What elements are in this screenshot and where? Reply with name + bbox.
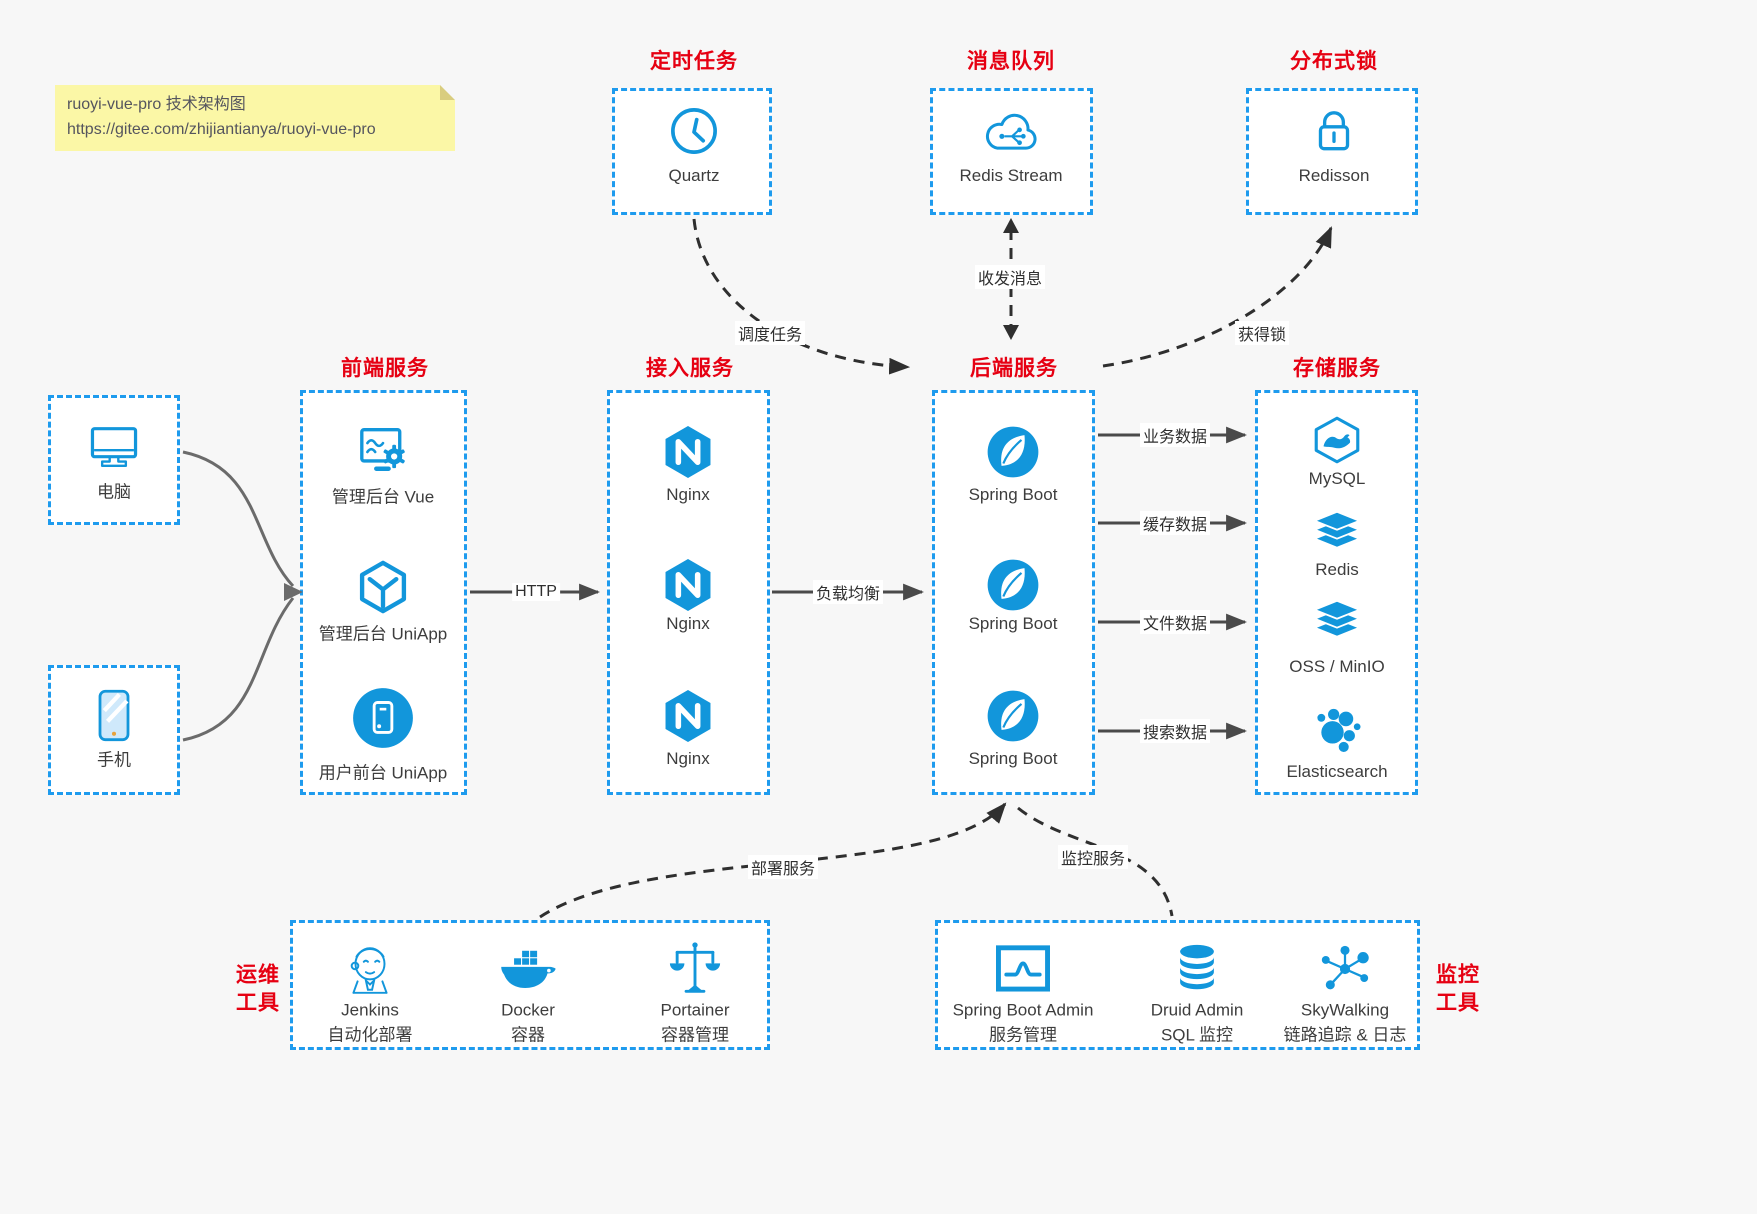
spring-boot-admin-icon	[994, 944, 1052, 994]
note-url: https://gitee.com/zhijiantianya/ruoyi-vu…	[67, 120, 376, 138]
mysql-icon	[1310, 415, 1364, 465]
mysql-label: MySQL	[1308, 469, 1366, 488]
cloud-stream-icon	[981, 108, 1041, 156]
user-uniapp-label: 用户前台 UniApp	[318, 763, 448, 783]
nginx-icon	[659, 556, 717, 614]
portainer-icon	[668, 940, 722, 998]
lock-box	[1246, 88, 1418, 215]
mq-box	[930, 88, 1093, 215]
jenkins-label: Jenkins 自动化部署	[327, 1000, 413, 1044]
oss-minio-icon	[1309, 597, 1365, 645]
edge-label-monitor-service: 监控服务	[1057, 845, 1129, 869]
redisson-label: Redisson	[1298, 166, 1370, 185]
skywalking-label: SkyWalking 链路追踪 & 日志	[1283, 1000, 1407, 1044]
redis-icon	[1309, 508, 1365, 556]
sticky-note: ruoyi-vue-pro 技术架构图 https://gitee.com/zh…	[55, 85, 455, 151]
nginx-label: Nginx	[666, 614, 710, 633]
lock-title: 分布式锁	[1290, 50, 1378, 73]
spring-boot-icon	[984, 423, 1042, 481]
admin-uniapp-label: 管理后台 UniApp	[318, 624, 448, 644]
redis-stream-label: Redis Stream	[959, 166, 1063, 185]
edge-label-search-data: 搜索数据	[1139, 719, 1211, 743]
spring-boot-label: Spring Boot	[968, 749, 1058, 768]
admin-vue-icon	[354, 423, 412, 481]
druid-admin-label: Druid Admin SQL 监控	[1150, 1000, 1244, 1044]
computer-box	[48, 395, 180, 525]
skywalking-icon	[1316, 943, 1374, 995]
clock-icon	[668, 105, 720, 157]
docker-label: Docker 容器	[501, 1000, 555, 1044]
spring-boot-icon	[984, 687, 1042, 745]
arrow-computer-frontend	[182, 450, 295, 588]
portainer-label: Portainer 容器管理	[660, 1000, 730, 1044]
edge-label-business-data: 业务数据	[1139, 423, 1211, 447]
edge-label-deploy-service: 部署服务	[747, 855, 819, 879]
quartz-label: Quartz	[668, 166, 720, 185]
admin-vue-label: 管理后台 Vue	[331, 487, 435, 507]
nginx-icon	[659, 423, 717, 481]
druid-icon	[1172, 942, 1222, 996]
phone-label: 手机	[97, 750, 131, 770]
nginx-icon	[659, 687, 717, 745]
computer-icon	[86, 421, 142, 473]
arrow-phone-frontend	[182, 597, 295, 742]
jenkins-icon	[343, 940, 397, 998]
computer-label: 电脑	[97, 482, 131, 502]
arrowhead-message-up	[1003, 218, 1019, 233]
arrowhead-message-down	[1003, 325, 1019, 340]
spring-boot-label: Spring Boot	[968, 485, 1058, 504]
elasticsearch-label: Elasticsearch	[1286, 762, 1388, 781]
monitoring-box	[935, 920, 1420, 1050]
redis-label: Redis	[1315, 560, 1359, 579]
edge-label-schedule-task: 调度任务	[734, 321, 806, 345]
gateway-title: 接入服务	[646, 357, 734, 380]
storage-title: 存储服务	[1293, 357, 1381, 380]
edge-label-cache-data: 缓存数据	[1139, 511, 1211, 535]
uniapp-cube-icon	[354, 558, 412, 616]
note-fold-corner	[440, 85, 455, 100]
arrow-acquire-lock	[1102, 226, 1333, 368]
edge-label-http: HTTP	[512, 583, 560, 601]
mq-title: 消息队列	[967, 50, 1055, 73]
spring-boot-icon	[984, 556, 1042, 614]
oss-minio-label: OSS / MinIO	[1289, 657, 1385, 676]
spring-boot-admin-label: Spring Boot Admin 服务管理	[952, 1000, 1094, 1044]
phone-icon	[92, 688, 136, 744]
edge-label-load-balance: 负载均衡	[812, 580, 884, 604]
user-app-icon	[352, 687, 414, 749]
edge-label-acquire-lock: 获得锁	[1234, 321, 1290, 345]
edge-label-send-receive-message: 收发消息	[974, 265, 1046, 289]
frontend-title: 前端服务	[341, 357, 429, 380]
spring-boot-label: Spring Boot	[968, 614, 1058, 633]
ops-title: 运维 工具	[236, 963, 280, 1015]
note-title: ruoyi-vue-pro 技术架构图	[67, 96, 246, 113]
scheduler-title: 定时任务	[650, 50, 738, 73]
backend-title: 后端服务	[970, 357, 1058, 380]
monitoring-title: 监控 工具	[1436, 963, 1480, 1015]
padlock-icon	[1309, 105, 1359, 157]
edge-label-file-data: 文件数据	[1139, 610, 1211, 634]
elasticsearch-icon	[1309, 703, 1365, 755]
nginx-label: Nginx	[666, 749, 710, 768]
nginx-label: Nginx	[666, 485, 710, 504]
docker-icon	[498, 946, 558, 992]
